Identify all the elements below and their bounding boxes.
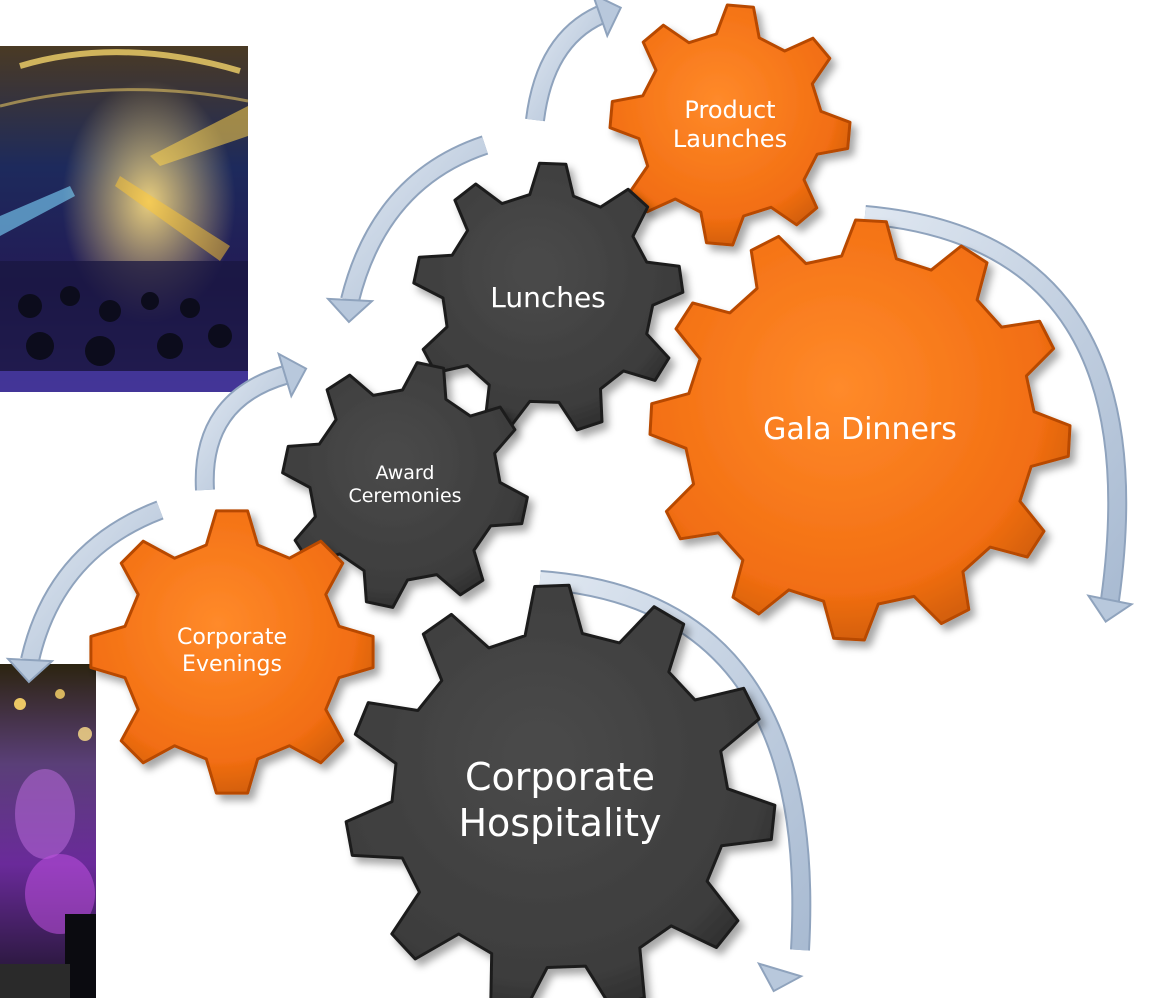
arrow-corporate-hospitality [539,570,812,993]
gear-label-gala-dinners: Gala Dinners [763,411,957,447]
gear-gala-dinners [648,218,1072,642]
gear-award-ceremonies [281,361,529,609]
arrow-to-lunches-from-award [194,351,308,491]
gears-group [89,3,1072,998]
arrow-to-lunches-left [325,135,489,324]
party-photo-icon [0,664,96,998]
gear-label-corporate-hospitality: Corporate Hospitality [458,754,662,845]
event-photo-party [0,664,96,998]
gear-label-award-ceremonies: Award Ceremonies [348,461,462,507]
ballroom-photo-icon [0,46,248,392]
gear-corporate-evenings [89,509,375,795]
arrow-to-product-launches [525,0,623,122]
arrow-to-corporate-evenings [5,500,164,684]
cycle-arrows [5,0,1135,993]
event-photo-ballroom [0,46,248,392]
gear-corporate-hospitality [344,583,777,998]
arrow-gala-dinners [864,205,1135,623]
gear-lunches [412,161,685,432]
gear-label-lunches: Lunches [490,280,606,314]
gear-label-product-launches: Product Launches [672,95,788,153]
gear-label-corporate-evenings: Corporate Evenings [177,625,287,677]
gear-product-launches [608,3,852,247]
